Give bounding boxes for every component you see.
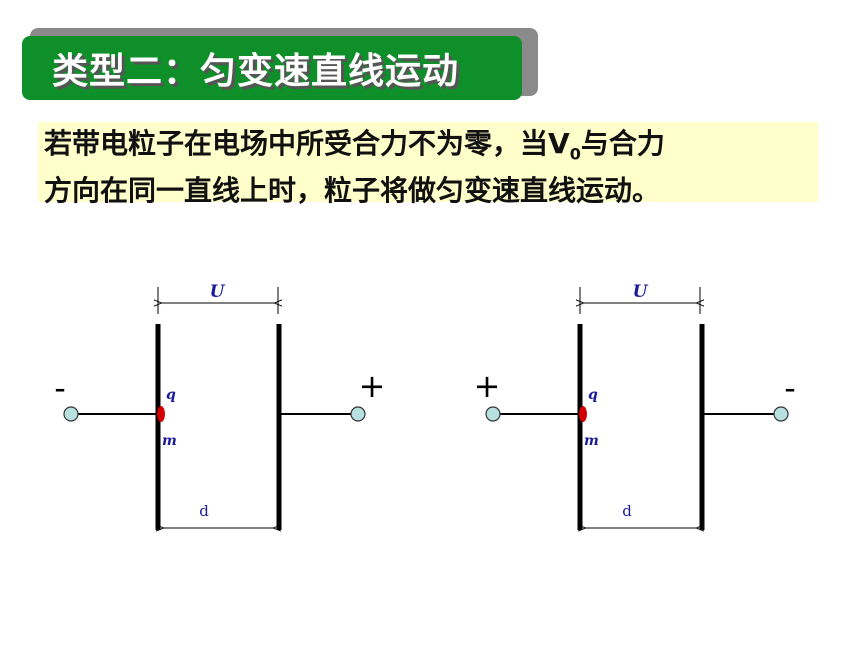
right-sign: - [784,369,796,407]
velocity-subscript: 0 [569,144,581,164]
page-title: 类型二：匀变速直线运动 [52,51,460,92]
right-sign: + [359,367,386,405]
right-terminal [773,406,789,422]
charged-particle [579,406,587,422]
mass-label: m [162,433,177,449]
description-line-1: 若带电粒子在电场中所受合力不为零，当V0与合力 [44,126,812,173]
voltage-label: U [633,282,649,302]
description-line-2: 方向在同一直线上时，粒子将做匀变速直线运动。 [44,173,661,207]
mass-label: m [584,433,599,449]
distance-label: d [199,502,209,520]
left-sign: + [474,367,501,405]
diagram-right: U + - q m d [474,282,796,530]
description-text-a: 若带电粒子在电场中所受合力不为零，当V [44,127,570,160]
charged-particle [157,406,165,422]
distance-label: d [622,502,632,520]
title-banner: 类型二：匀变速直线运动 [22,36,522,100]
description-box: 若带电粒子在电场中所受合力不为零，当V0与合力 方向在同一直线上时，粒子将做匀变… [38,122,818,207]
diagram-left: U - + q m d [54,282,385,530]
left-terminal [63,406,79,422]
left-terminal [485,406,501,422]
left-sign: - [54,369,66,407]
description-text-b: 与合力 [580,127,665,160]
charge-label: q [166,387,176,403]
charge-label: q [588,387,598,403]
right-terminal [350,406,366,422]
voltage-label: U [210,282,226,302]
